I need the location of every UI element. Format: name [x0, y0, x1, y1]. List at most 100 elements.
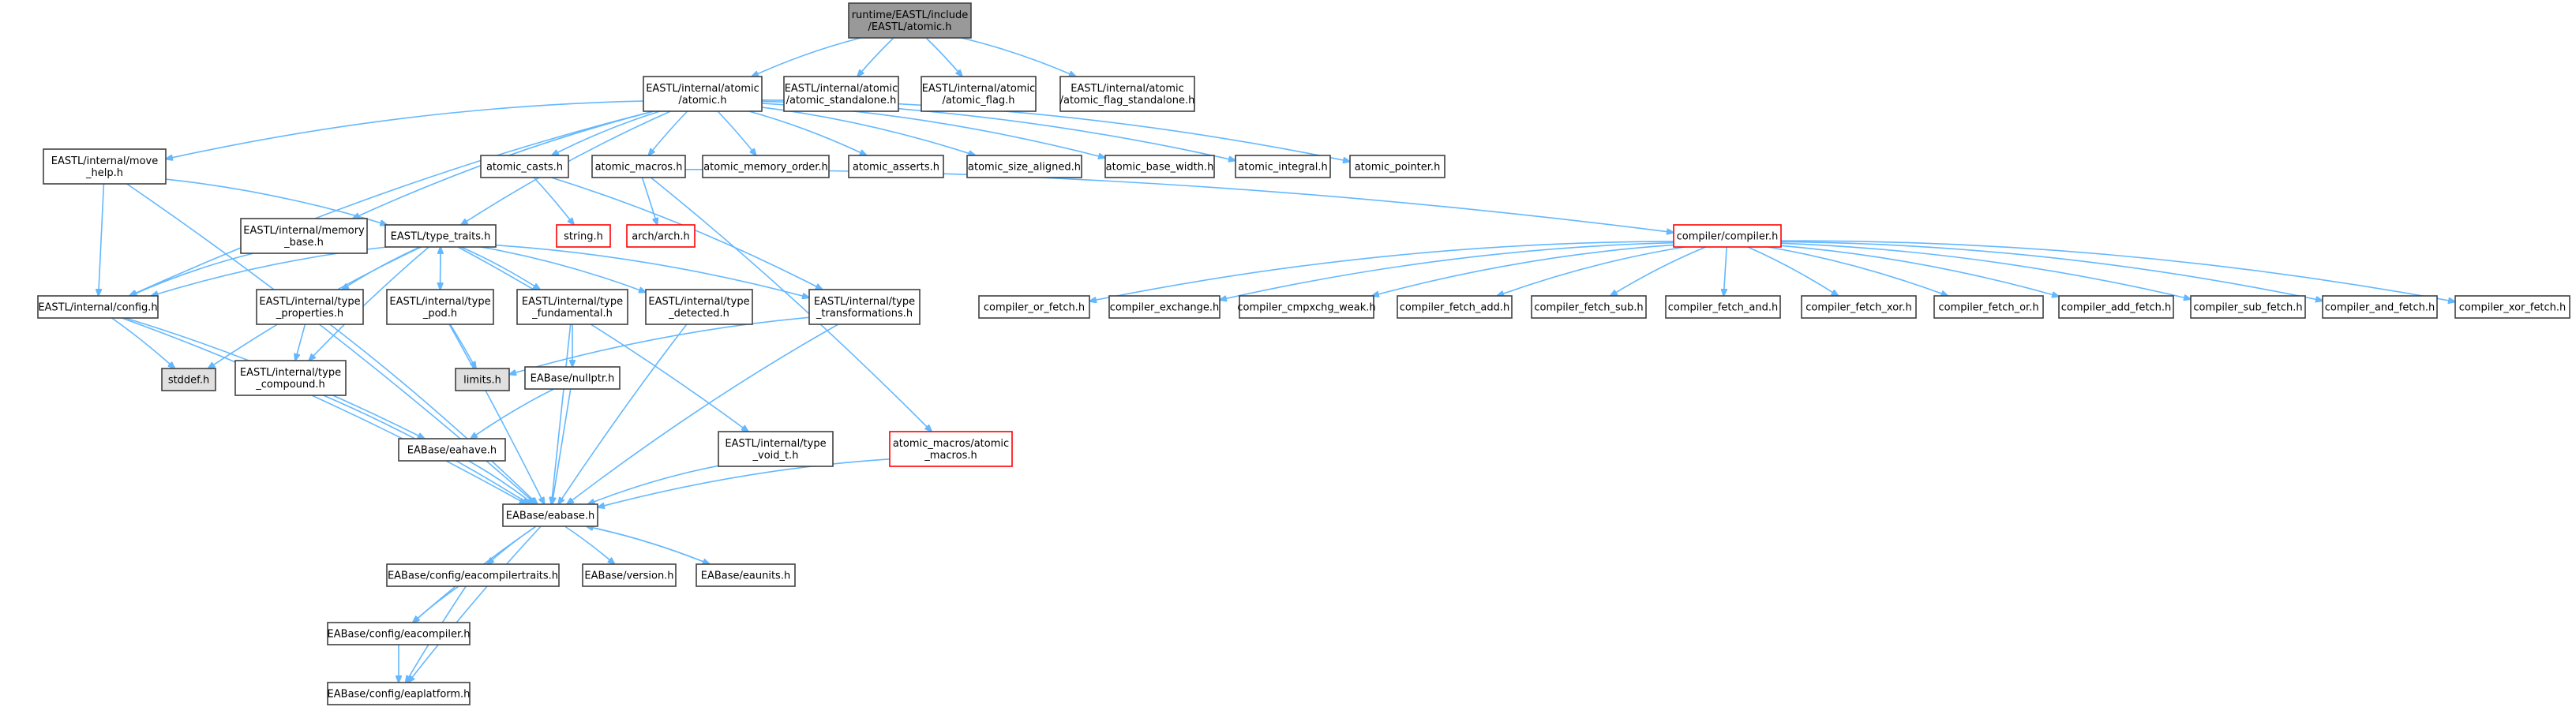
node-type-fundamental[interactable]: EASTL/internal/type_fundamental.h	[516, 289, 628, 325]
node-box	[234, 360, 347, 396]
edge-int_atomic-to-atomic_memory_order	[717, 110, 756, 155]
edge-compiler_h-to-compiler_fetch_and	[1723, 246, 1727, 296]
node-box	[921, 76, 1037, 112]
node-label-line: _base.h	[283, 237, 324, 249]
node-int-atomic-flag[interactable]: EASTL/internal/atomic/atomic_flag.h	[921, 76, 1037, 112]
node-type-compound[interactable]: EASTL/internal/type_compound.h	[234, 360, 347, 396]
node-label-line: /atomic_flag_standalone.h	[1060, 95, 1195, 107]
node-eacompiler-h[interactable]: EABase/config/eacompiler.h	[327, 622, 471, 645]
node-box	[1673, 224, 1782, 248]
node-box	[2322, 295, 2438, 319]
node-label-line: compiler_exchange.h	[1110, 302, 1220, 314]
node-int-atomic[interactable]: EASTL/internal/atomic/atomic.h	[643, 76, 763, 112]
node-label-line: _help.h	[85, 167, 123, 179]
node-atomic-macros-atomic: atomic_macros/atomic_macros.h	[889, 431, 1013, 467]
edge-root-to-int_atomic_standalone	[857, 37, 894, 77]
edge-eabase_h-to-eaunits_h	[586, 526, 710, 564]
node-type-traits[interactable]: EASTL/type_traits.h	[384, 224, 497, 248]
node-type-properties[interactable]: EASTL/internal/type_properties.h	[256, 289, 364, 325]
node-compiler-add-fetch[interactable]: compiler_add_fetch.h	[2058, 295, 2174, 319]
node-box	[1933, 295, 2044, 319]
edge-atomic_macros-to-atomic_macros_atomic	[650, 177, 932, 432]
node-box	[808, 289, 921, 325]
node-compiler-cmpxchg-weak[interactable]: compiler_cmpxchg_weak.h	[1237, 295, 1376, 319]
edge-type_traits-to-type_detected	[480, 246, 646, 292]
node-label-line: _compound.h	[255, 379, 325, 391]
node-label-line: compiler_add_fetch.h	[2061, 302, 2171, 314]
node-label-line: /atomic_flag.h	[942, 95, 1014, 107]
edge-type_traits-to-type_transformations	[495, 244, 809, 298]
node-compiler-fetch-sub[interactable]: compiler_fetch_sub.h	[1531, 295, 1647, 319]
node-compiler-fetch-xor[interactable]: compiler_fetch_xor.h	[1801, 295, 1917, 319]
node-atomic-size-aligned[interactable]: atomic_size_aligned.h	[966, 155, 1082, 178]
node-box	[848, 155, 944, 178]
node-box	[1059, 76, 1195, 112]
node-label-line: compiler_and_fetch.h	[2325, 302, 2435, 314]
node-box	[696, 563, 796, 587]
node-stddef-h: stddef.h	[161, 368, 216, 391]
node-int-atomic-flag-standalone[interactable]: EASTL/internal/atomic/atomic_flag_standa…	[1059, 76, 1195, 112]
node-label-line: stddef.h	[168, 375, 209, 387]
node-version-h[interactable]: EABase/version.h	[582, 563, 677, 587]
node-eacompilertraits[interactable]: EABase/config/eacompilertraits.h	[386, 563, 560, 587]
node-atomic-memory-order[interactable]: atomic_memory_order.h	[702, 155, 830, 178]
node-root[interactable]: runtime/EASTL/include/EASTL/atomic.h	[848, 2, 972, 39]
node-compiler-exchange[interactable]: compiler_exchange.h	[1108, 295, 1221, 319]
node-compiler-fetch-or[interactable]: compiler_fetch_or.h	[1933, 295, 2044, 319]
node-box	[966, 155, 1082, 178]
node-compiler-sub-fetch[interactable]: compiler_sub_fetch.h	[2190, 295, 2306, 319]
node-compiler-xor-fetch[interactable]: compiler_xor_fetch.h	[2454, 295, 2570, 319]
node-box	[2058, 295, 2174, 319]
node-label-line: atomic_pointer.h	[1355, 162, 1441, 174]
node-atomic-base-width[interactable]: atomic_base_width.h	[1104, 155, 1215, 178]
node-label-line: atomic_casts.h	[486, 162, 563, 174]
node-label-line: _fundamental.h	[531, 308, 613, 320]
edge-type_pod-to-limits_h	[449, 324, 476, 368]
edge-int_atomic-to-atomic_asserts	[748, 110, 867, 155]
node-label-line: EASTL/internal/move	[51, 155, 159, 167]
edge-type_detected-to-eabase_h	[558, 324, 688, 504]
edge-type_void_t-to-eabase_h	[588, 465, 719, 504]
node-atomic-integral[interactable]: atomic_integral.h	[1235, 155, 1331, 178]
node-config-h[interactable]: EASTL/internal/config.h	[37, 295, 159, 319]
node-atomic-pointer[interactable]: atomic_pointer.h	[1349, 155, 1445, 178]
node-eabase-h[interactable]: EABase/eabase.h	[502, 503, 598, 527]
node-box	[256, 289, 364, 325]
node-int-atomic-standalone[interactable]: EASTL/internal/atomic/atomic_standalone.…	[783, 76, 899, 112]
node-label-line: compiler_fetch_add.h	[1400, 302, 1509, 314]
node-label-line: EABase/eaunits.h	[701, 570, 790, 582]
node-compiler-fetch-and[interactable]: compiler_fetch_and.h	[1665, 295, 1781, 319]
edge-compiler_h-to-compiler_add_fetch	[1780, 245, 2059, 296]
node-type-pod[interactable]: EASTL/internal/type_pod.h	[386, 289, 494, 325]
node-label-line: _void_t.h	[752, 450, 799, 462]
node-label-line: /atomic_standalone.h	[786, 95, 897, 107]
node-box	[626, 224, 696, 248]
node-compiler-and-fetch[interactable]: compiler_and_fetch.h	[2322, 295, 2438, 319]
node-eaplatform-h[interactable]: EABase/config/eaplatform.h	[327, 682, 471, 705]
edge-eabase_h-to-eaplatform_h	[408, 526, 542, 683]
node-box	[591, 155, 686, 178]
node-label-line: EABase/config/eacompiler.h	[327, 629, 470, 641]
node-nullptr-h[interactable]: EABase/nullptr.h	[524, 366, 621, 390]
node-eahave-h[interactable]: EABase/eahave.h	[398, 438, 506, 462]
node-label-line: EASTL/internal/type	[648, 296, 749, 308]
node-box	[455, 368, 510, 391]
node-atomic-macros[interactable]: atomic_macros.h	[591, 155, 686, 178]
node-compiler-or-fetch[interactable]: compiler_or_fetch.h	[978, 295, 1090, 319]
edge-config_h-to-stddef_h	[111, 317, 175, 368]
node-atomic-asserts[interactable]: atomic_asserts.h	[848, 155, 944, 178]
node-box	[161, 368, 216, 391]
node-compiler-fetch-add[interactable]: compiler_fetch_add.h	[1397, 295, 1513, 319]
node-type-void-t[interactable]: EASTL/internal/type_void_t.h	[718, 431, 834, 467]
node-type-detected[interactable]: EASTL/internal/type_detected.h	[645, 289, 753, 325]
node-type-transformations[interactable]: EASTL/internal/type_transformations.h	[808, 289, 921, 325]
node-memory-base[interactable]: EASTL/internal/memory_base.h	[240, 218, 368, 254]
node-label-line: EABase/nullptr.h	[531, 373, 615, 385]
node-label-line: atomic_memory_order.h	[703, 162, 828, 174]
node-move-help[interactable]: EASTL/internal/move_help.h	[43, 148, 167, 185]
node-eaunits-h[interactable]: EABase/eaunits.h	[696, 563, 796, 587]
node-atomic-casts[interactable]: atomic_casts.h	[480, 155, 569, 178]
edge-move_help-to-type_traits	[165, 178, 387, 225]
edge-compiler_h-to-compiler_fetch_or	[1768, 246, 1948, 296]
